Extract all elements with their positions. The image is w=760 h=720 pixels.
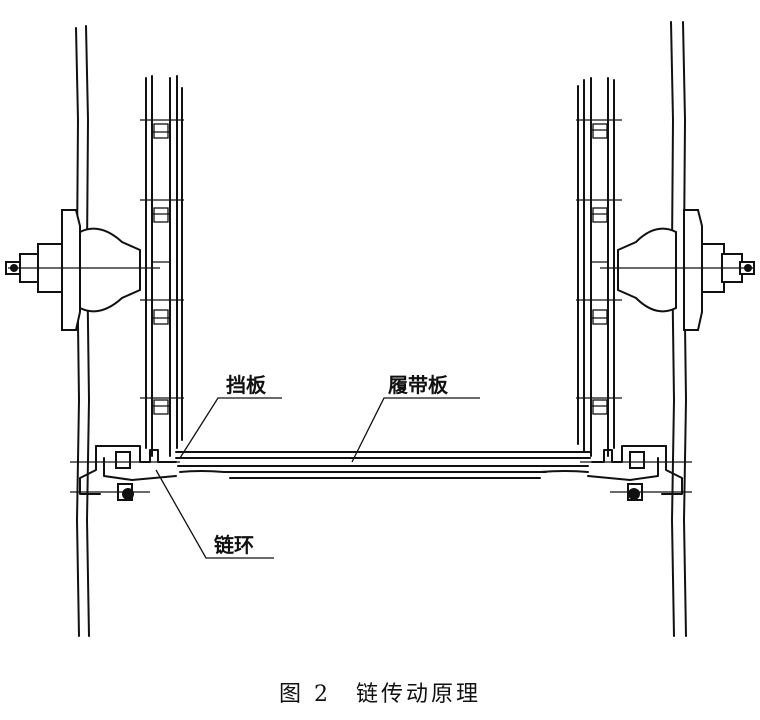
leader-lines (155, 397, 480, 559)
right-sprocket-hub (600, 209, 755, 331)
label-baffle: 挡板 (226, 373, 267, 397)
track-plate-assembly (175, 451, 591, 479)
left-sprocket-plates (140, 75, 184, 457)
left-sprocket-hub (5, 209, 160, 331)
right-chain-ring-bracket (580, 445, 692, 501)
right-sprocket-plates (576, 77, 622, 457)
left-outer-column (75, 25, 90, 637)
figure-caption: 图 2 链传动原理 (279, 682, 481, 707)
left-chain-ring-bracket (70, 445, 180, 501)
label-track-plate: 履带板 (388, 373, 449, 397)
label-chain-ring: 链环 (214, 533, 254, 557)
